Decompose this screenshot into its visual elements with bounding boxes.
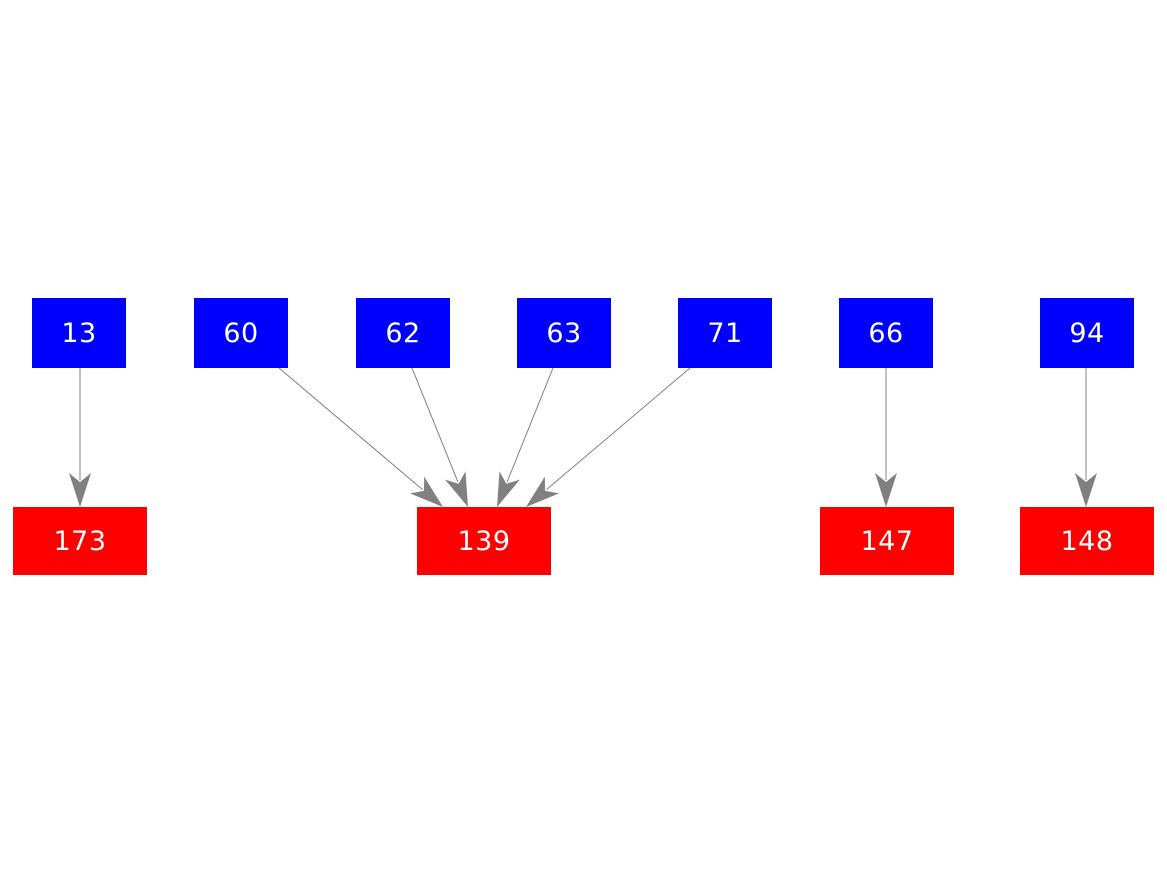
graph-node-label: 71 [707, 317, 743, 349]
graph-node-label: 173 [53, 525, 107, 557]
graph-node-173[interactable]: 173 [13, 507, 147, 575]
graph-edge-94-to-148 [1075, 368, 1097, 507]
graph-node-71[interactable]: 71 [678, 298, 772, 368]
edge-line [506, 367, 554, 483]
graph-node-label: 63 [546, 317, 582, 349]
graph-edge-63-to-139 [497, 367, 554, 507]
graph-edge-60-to-139 [278, 367, 443, 507]
edge-arrowhead [445, 471, 468, 507]
edge-arrowhead [69, 473, 91, 507]
graph-node-63[interactable]: 63 [517, 298, 611, 368]
graph-edge-71-to-139 [526, 367, 691, 507]
graph-node-label: 60 [223, 317, 259, 349]
edge-arrowhead [875, 473, 897, 507]
graph-node-139[interactable]: 139 [417, 507, 551, 575]
graph-node-label: 66 [868, 317, 904, 349]
edge-line [411, 367, 459, 483]
edge-arrowhead [526, 476, 560, 507]
graph-node-label: 13 [61, 317, 97, 349]
graph-node-13[interactable]: 13 [32, 298, 126, 368]
graph-node-66[interactable]: 66 [839, 298, 933, 368]
graph-node-label: 148 [1060, 525, 1114, 557]
graph-edge-62-to-139 [411, 367, 468, 507]
edge-arrowhead [409, 476, 443, 507]
graph-edge-13-to-173 [69, 368, 91, 507]
graph-node-147[interactable]: 147 [820, 507, 954, 575]
graph-node-label: 147 [860, 525, 914, 557]
edge-line [278, 367, 423, 490]
edge-arrowhead [497, 471, 520, 507]
graph-node-label: 94 [1069, 317, 1105, 349]
graph-node-94[interactable]: 94 [1040, 298, 1134, 368]
graph-node-label: 139 [457, 525, 511, 557]
edge-line [546, 367, 691, 490]
graph-node-62[interactable]: 62 [356, 298, 450, 368]
edge-arrowhead [1075, 473, 1097, 507]
graph-node-60[interactable]: 60 [194, 298, 288, 368]
graph-edge-66-to-147 [875, 368, 897, 507]
graph-node-label: 62 [385, 317, 421, 349]
graph-node-148[interactable]: 148 [1020, 507, 1154, 575]
